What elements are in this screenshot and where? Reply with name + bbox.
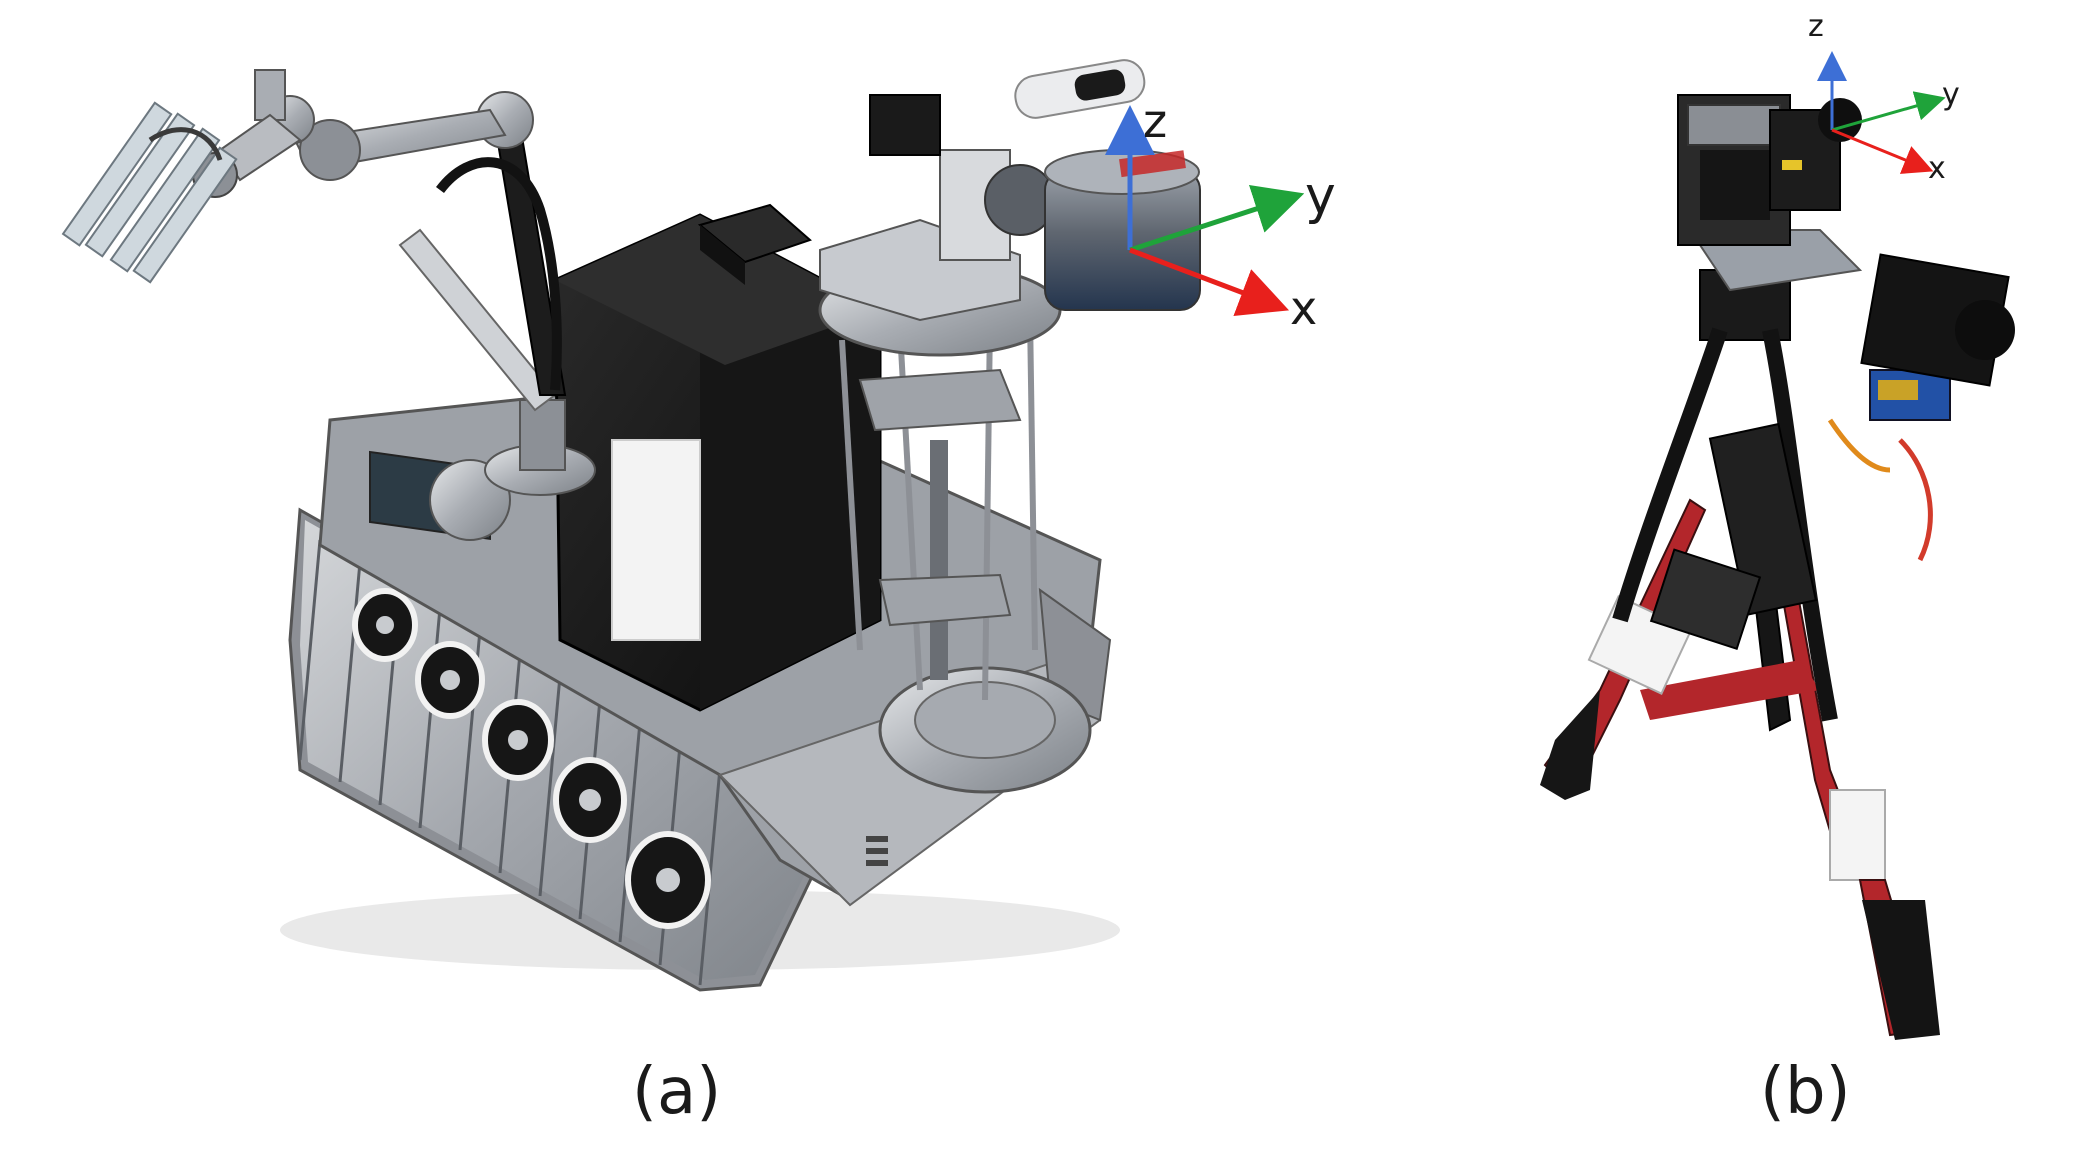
tripod-coordinate-frame <box>1817 51 1946 174</box>
tripod-axis-x-label: x <box>1928 151 1946 186</box>
robot-photo <box>61 59 1201 992</box>
robot-axis-y-label: y <box>1305 166 1336 226</box>
robot-main-enclosure <box>553 203 882 712</box>
panel-a-caption: (a) <box>632 1055 722 1129</box>
tripod-axis-y-arrow <box>1831 91 1946 132</box>
tripod-axis-x-arrow <box>1831 128 1934 174</box>
tripod-photo <box>1540 94 2015 1040</box>
robot-axis-x-arrow <box>1129 247 1290 316</box>
panel-b-caption: (b) <box>1760 1055 1851 1129</box>
robot-lidar-mast <box>818 59 1201 794</box>
robot-manipulator-arm <box>61 69 596 496</box>
robot-axis-x-label: x <box>1290 281 1318 335</box>
tripod-camera <box>1677 94 1862 246</box>
robot-track <box>288 507 822 992</box>
tripod-axis-z-label: z <box>1808 9 1824 44</box>
robot-axis-z-label: z <box>1143 94 1168 148</box>
robot-coordinate-frame <box>1105 105 1305 316</box>
tripod-axis-y-label: y <box>1942 77 1960 112</box>
robot-axis-y-arrow <box>1129 185 1305 253</box>
